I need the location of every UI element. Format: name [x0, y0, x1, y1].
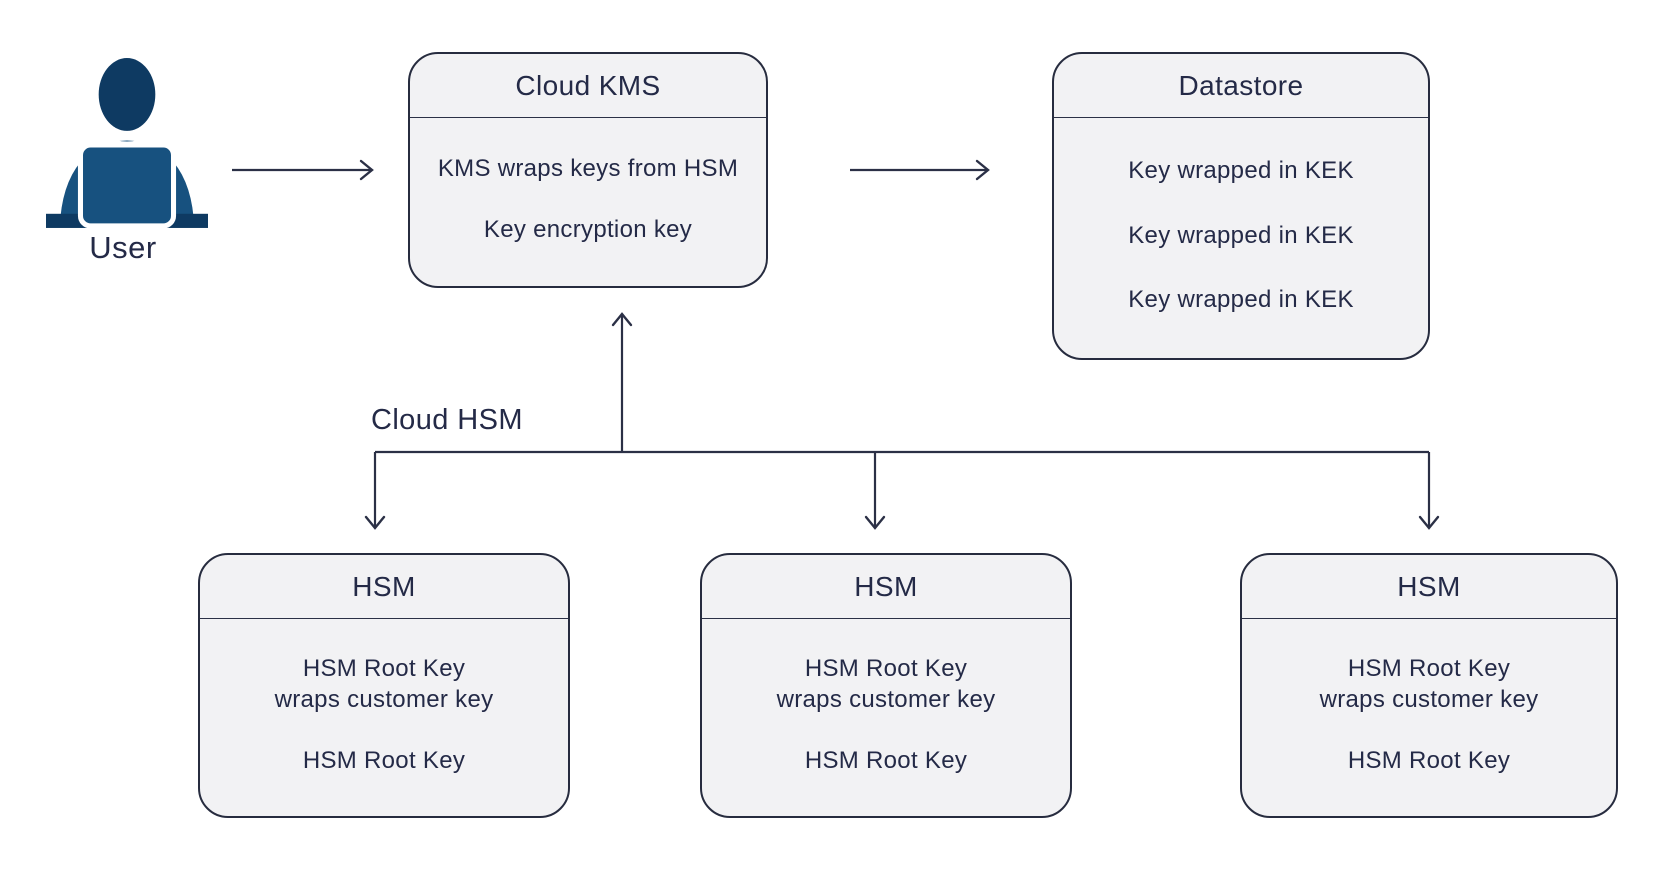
user-label: User [89, 230, 157, 265]
user-at-laptop-icon [46, 58, 208, 230]
hsm-3-root-key-wraps: HSM Root Key wraps customer key [1320, 653, 1539, 715]
cloud-kms-body: KMS wraps keys from HSM Key encryption k… [410, 118, 766, 286]
hsm-2-title: HSM [702, 555, 1070, 619]
datastore-title: Datastore [1054, 54, 1428, 118]
hsm-node-1: HSM HSM Root Key wraps customer key HSM … [198, 553, 570, 818]
hsm-2-body: HSM Root Key wraps customer key HSM Root… [702, 619, 1070, 816]
datastore-item: Key wrapped in KEK [1128, 285, 1354, 313]
hsm-1-item-line: HSM Root Key [302, 655, 466, 682]
hsm-1-root-key: HSM Root Key [302, 747, 466, 774]
hsm-2-root-key: HSM Root Key [804, 747, 968, 774]
hsm-node-2: HSM HSM Root Key wraps customer key HSM … [700, 553, 1072, 818]
datastore-item: Key wrapped in KEK [1128, 157, 1354, 185]
hsm-3-item-line: HSM Root Key [1347, 655, 1511, 682]
cloud-kms-title: Cloud KMS [410, 54, 766, 118]
cloud-kms-item: KMS wraps keys from HSM [437, 154, 739, 182]
datastore-body: Key wrapped in KEK Key wrapped in KEK Ke… [1054, 118, 1428, 358]
hsm-2-item-line: wraps customer key [776, 686, 996, 713]
hsm-3-item-line: wraps customer key [1319, 686, 1539, 713]
hsm-1-body: HSM Root Key wraps customer key HSM Root… [200, 619, 568, 816]
hsm-1-root-key-wraps: HSM Root Key wraps customer key [275, 653, 494, 715]
datastore-node: Datastore Key wrapped in KEK Key wrapped… [1052, 52, 1430, 360]
hsm-3-root-key: HSM Root Key [1347, 747, 1511, 774]
hsm-2-root-key-wraps: HSM Root Key wraps customer key [777, 653, 996, 715]
hsm-1-title: HSM [200, 555, 568, 619]
cloud-kms-item: Key encryption key [483, 216, 693, 244]
hsm-3-body: HSM Root Key wraps customer key HSM Root… [1242, 619, 1616, 816]
hsm-node-3: HSM HSM Root Key wraps customer key HSM … [1240, 553, 1618, 818]
cloud-hsm-label: Cloud HSM [371, 404, 523, 436]
cloud-kms-node: Cloud KMS KMS wraps keys from HSM Key en… [408, 52, 768, 288]
hsm-2-item-line: HSM Root Key [804, 655, 968, 682]
hsm-3-title: HSM [1242, 555, 1616, 619]
datastore-item: Key wrapped in KEK [1128, 221, 1354, 249]
hsm-1-item-line: wraps customer key [274, 686, 494, 713]
